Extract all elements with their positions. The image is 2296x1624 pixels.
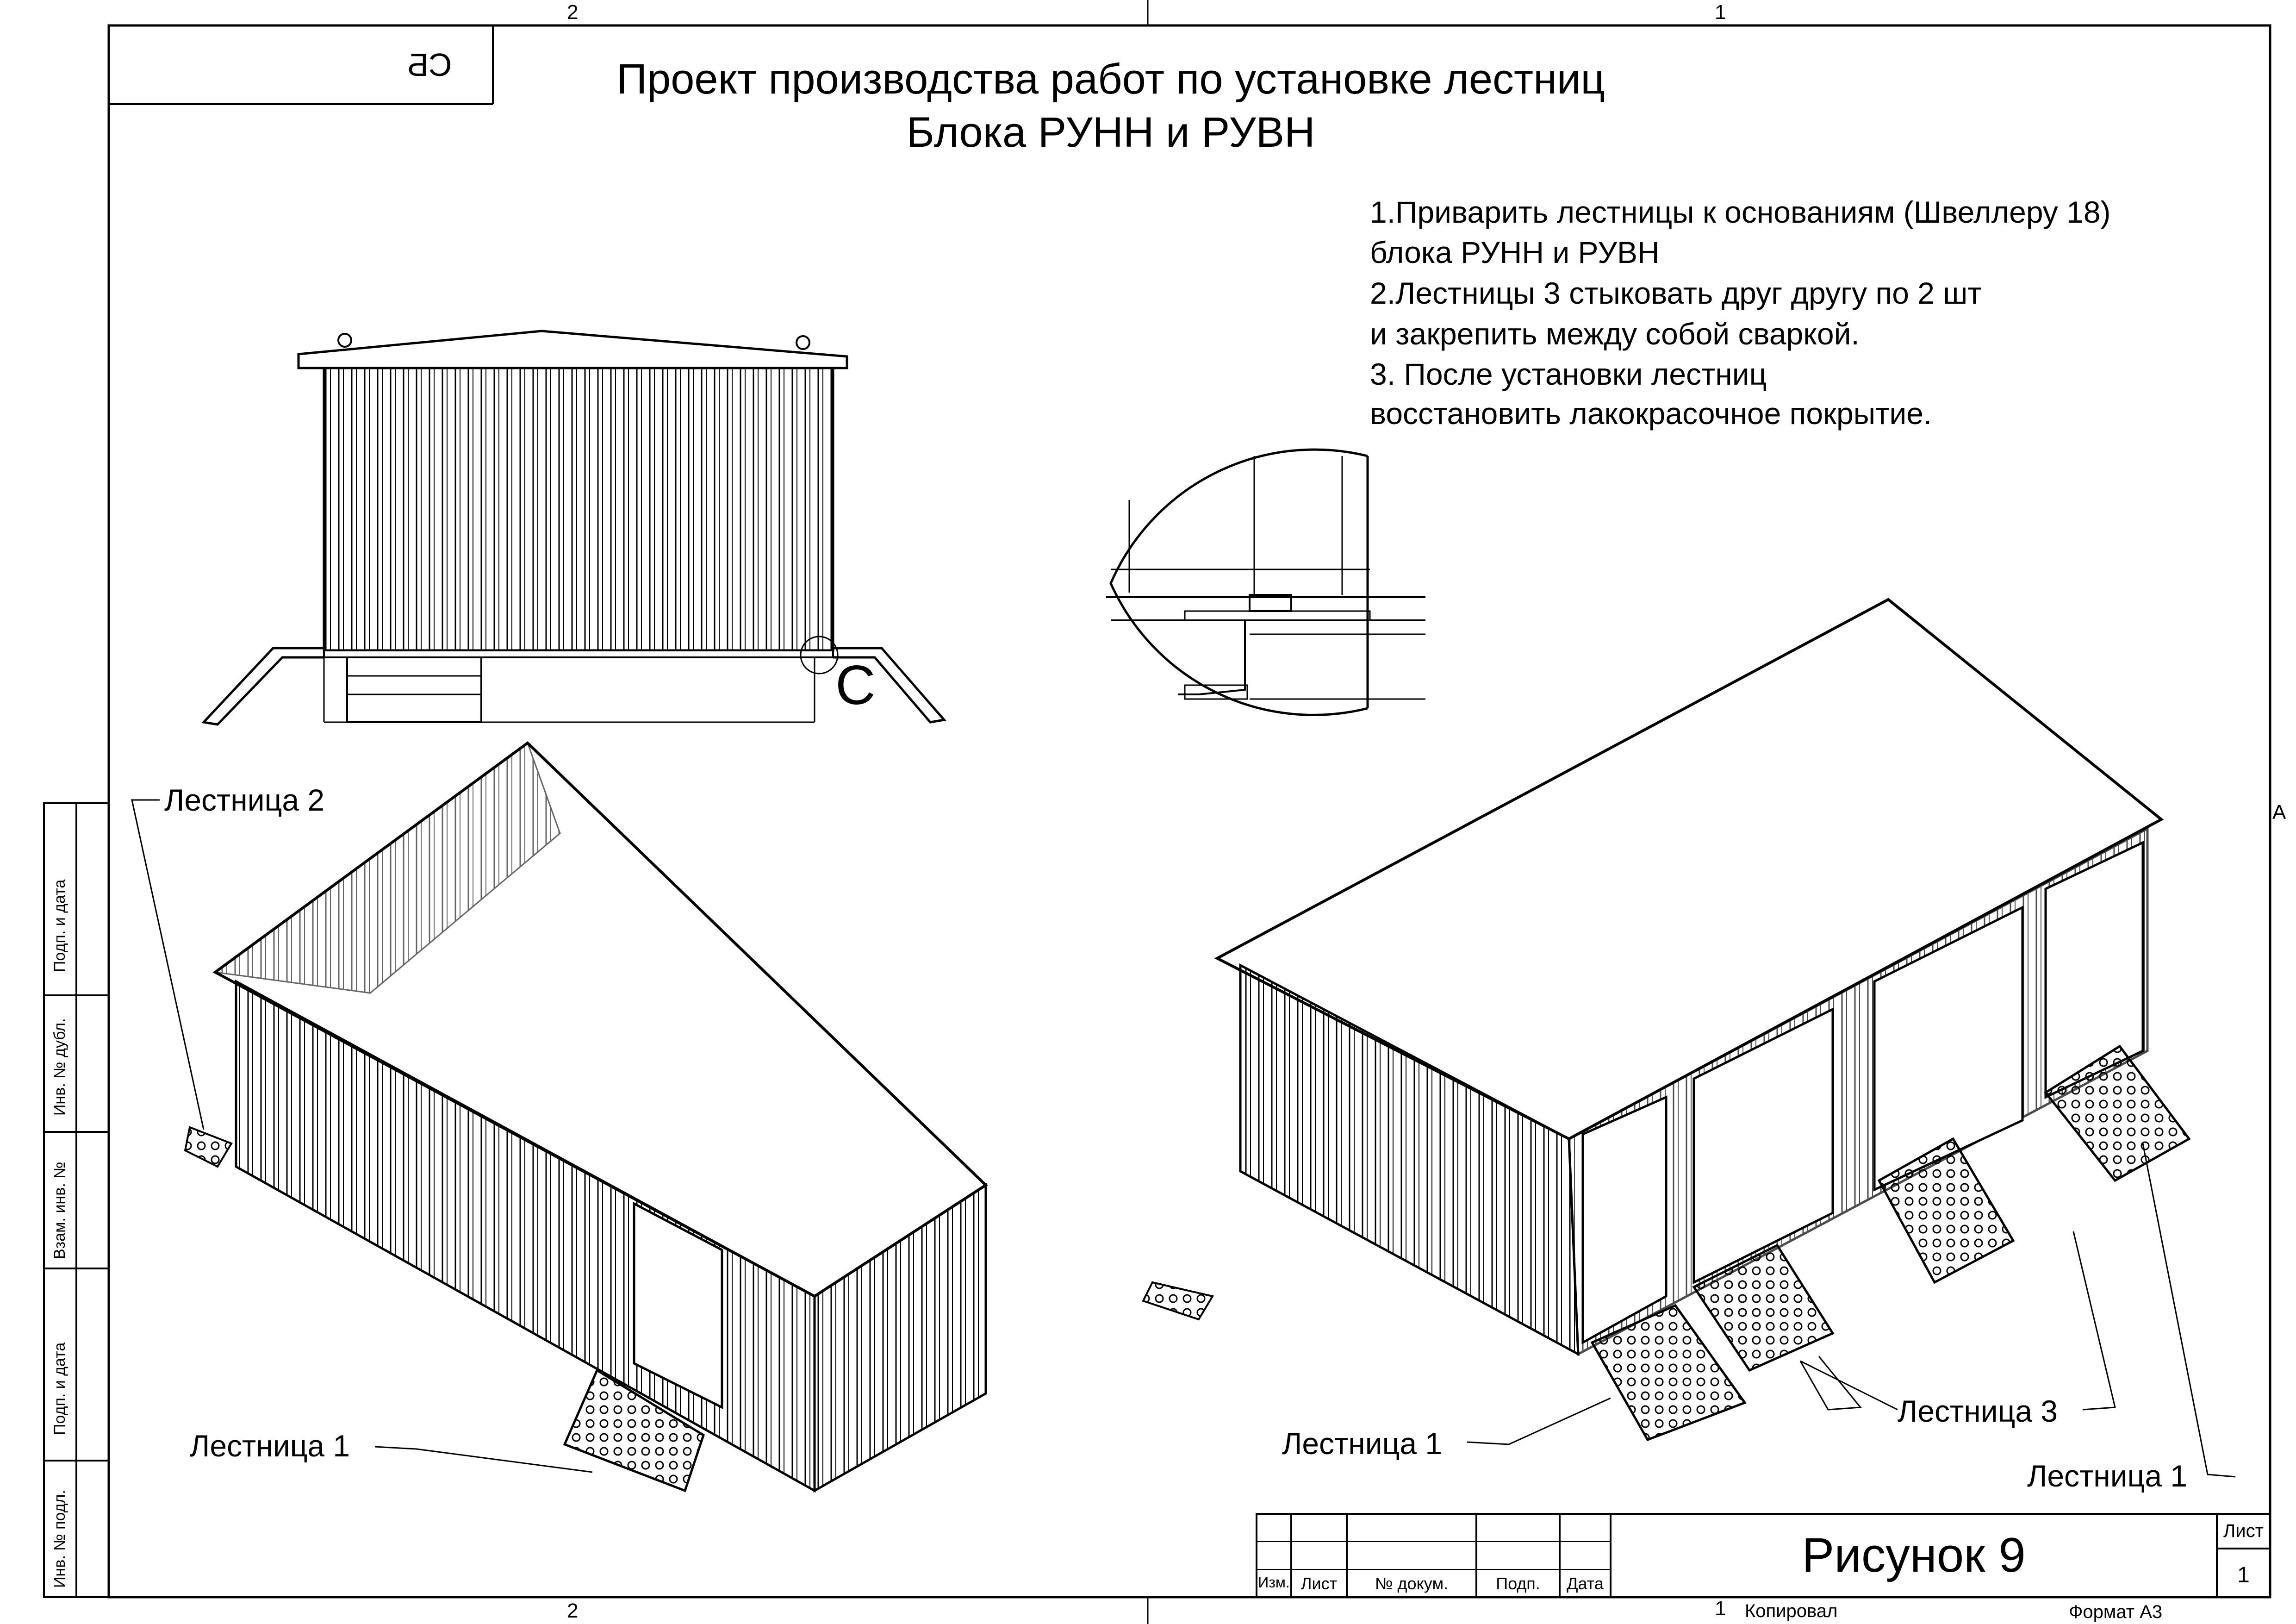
tb-header-docnum: № докум. — [1375, 1574, 1449, 1593]
figure-name: Рисунок 9 — [1802, 1528, 2026, 1582]
side-strip-label-4: Подп. и дата — [51, 1342, 68, 1435]
detail-label-c: С — [835, 654, 876, 716]
label-ladder-1-right: Лестница 1 — [2027, 1459, 2188, 1493]
stamp-mirrored: СБ — [407, 47, 452, 83]
drawing-title-line1: Проект производства работ по установке л… — [616, 56, 1605, 103]
detail-view-c — [1106, 448, 1425, 716]
zone-bottom-left: 2 — [567, 1599, 579, 1622]
side-strip-label-3: Взам. инв. № — [51, 1162, 68, 1259]
sheet-label: Лист — [2223, 1521, 2264, 1541]
zone-top-right: 1 — [1715, 1, 1726, 24]
drawing-title-line2: Блока РУНН и РУВН — [906, 109, 1315, 156]
title-block — [1256, 1513, 2271, 1598]
note-line-2: блока РУНН и РУВН — [1370, 235, 1660, 269]
side-strip-label-1: Подп. и дата — [51, 879, 68, 972]
sheet-number: 1 — [2237, 1563, 2250, 1587]
zone-top-left: 2 — [567, 1, 579, 24]
tb-header-izm: Изм. — [1258, 1574, 1290, 1591]
zone-bottom-right: 1 — [1715, 1597, 1726, 1620]
label-ladder-1-left: Лестница 1 — [190, 1429, 350, 1463]
copied-label: Копировал — [1745, 1601, 1838, 1621]
side-strip — [43, 802, 110, 1598]
label-ladder-2: Лестница 2 — [164, 783, 325, 817]
note-line-4: и закрепить между собой сваркой. — [1370, 317, 1860, 351]
note-line-3: 2.Лестницы 3 стыковать друг другу по 2 ш… — [1370, 276, 1982, 310]
elevation-view — [201, 330, 946, 726]
tb-header-date: Дата — [1567, 1574, 1604, 1593]
note-line-6: восстановить лакокрасочное покрытие. — [1370, 396, 1932, 431]
tb-header-list: Лист — [1300, 1574, 1338, 1593]
side-strip-label-5: Инв. № подл. — [51, 1490, 68, 1588]
left-building-isometric — [184, 741, 1214, 1493]
tb-header-sign: Подп. — [1496, 1574, 1540, 1593]
label-ladder-3: Лестница 3 — [1898, 1394, 2058, 1428]
label-ladder-1-mid: Лестница 1 — [1282, 1426, 1443, 1461]
format-label: Формат А3 — [2069, 1602, 2163, 1622]
zone-right-edge: А — [2272, 801, 2286, 824]
side-strip-label-2: Инв. № дубл. — [51, 1018, 68, 1116]
note-line-1: 1.Приварить лестницы к основаниям (Швелл… — [1370, 195, 2111, 229]
note-line-5: 3. После установки лестниц — [1370, 357, 1767, 391]
right-building-isometric — [1214, 598, 2191, 1442]
leader-lines — [131, 799, 2236, 1478]
